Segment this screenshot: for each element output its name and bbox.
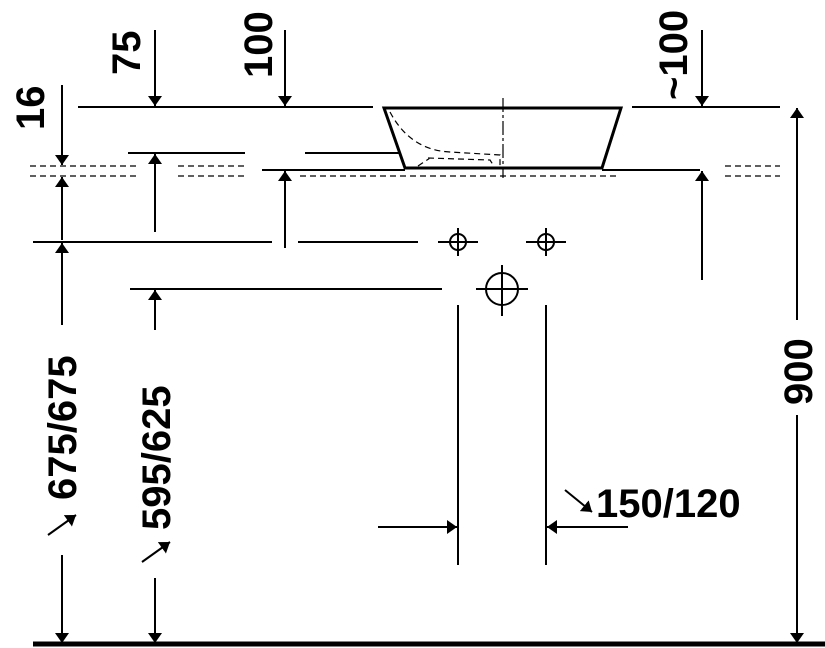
- waste-connection: [476, 265, 528, 316]
- dim-counter-thickness: 16: [9, 86, 53, 131]
- dim-supply-height: 675/675: [41, 355, 85, 500]
- dim-basin-offset: 75: [105, 31, 149, 76]
- dim-right-offset: ~100: [652, 10, 696, 100]
- dimension-arrows: [47, 30, 804, 643]
- supply-connection-right: [526, 228, 566, 256]
- dim-waste-spacing: 150/120: [596, 482, 741, 526]
- basin-profile: [381, 98, 624, 178]
- dim-faucet-offset: 100: [237, 11, 281, 78]
- dim-total-height: 900: [777, 338, 821, 405]
- reference-lines: [30, 106, 780, 565]
- supply-connection-left: [438, 228, 478, 256]
- dim-waste-height: 595/625: [135, 385, 179, 530]
